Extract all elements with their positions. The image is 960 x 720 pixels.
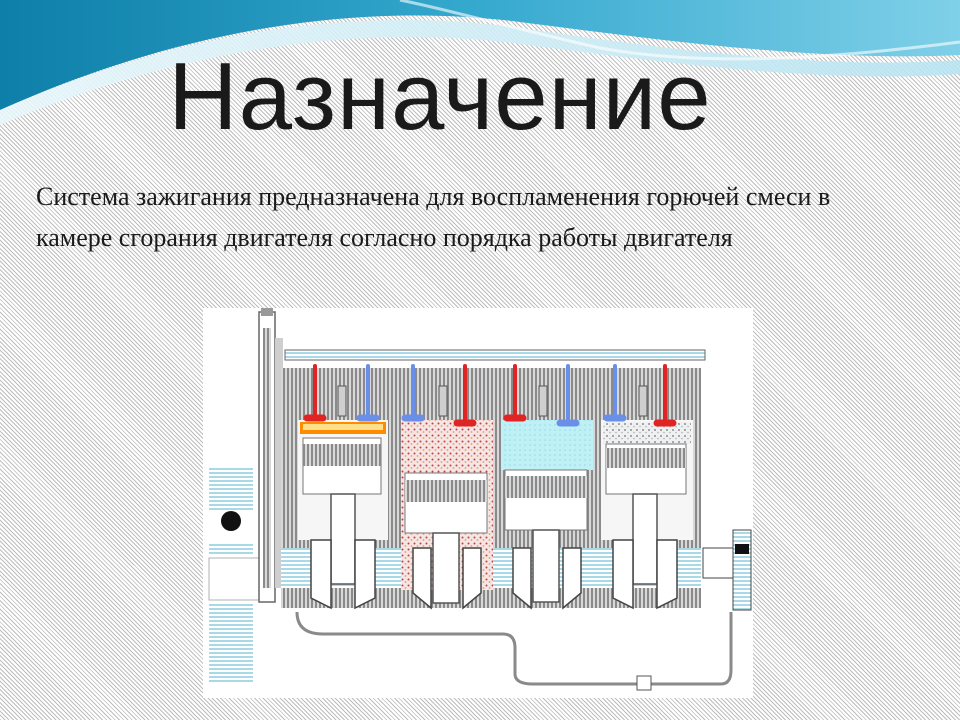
cylinder-3 bbox=[501, 420, 593, 531]
slide-title: Назначение bbox=[168, 43, 712, 150]
engine-diagram bbox=[203, 308, 753, 698]
header-wave-decoration bbox=[0, 0, 960, 125]
scale-left bbox=[208, 468, 260, 684]
slide-body-text: Система зажигания предназначена для восп… bbox=[36, 182, 831, 252]
